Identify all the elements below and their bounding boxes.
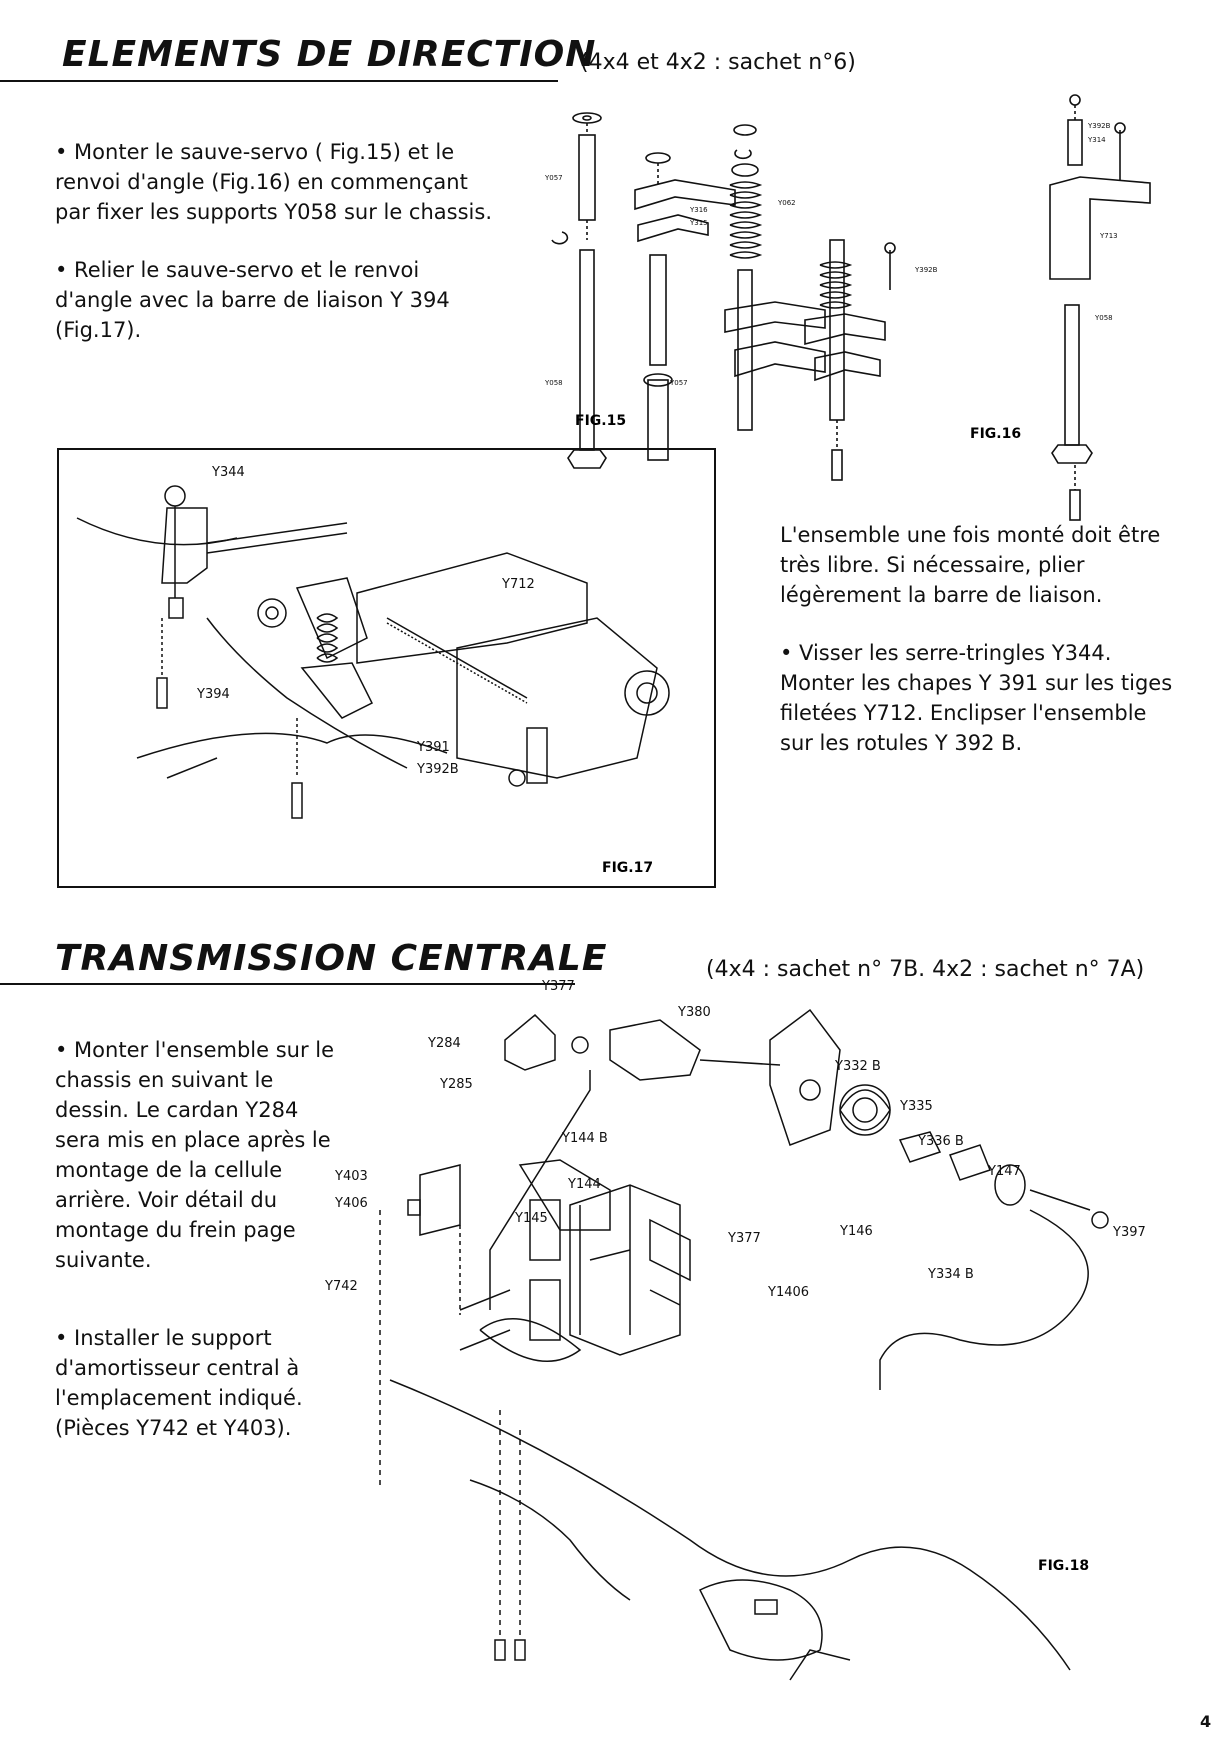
part-label-y316: Y316 [689,206,708,214]
part-label-y062: Y062 [777,199,796,207]
part-label-y335: Y335 [899,1099,933,1114]
part-label-y057b: Y057 [669,379,688,387]
part-label-y336b: Y336 B [917,1134,964,1149]
title-underline-2 [0,983,575,985]
part-label-y314: Y314 [1087,136,1106,144]
part-label-y057: Y057 [544,174,563,182]
part-label-y392b-2: Y392B [914,266,938,274]
part-label-y146: Y146 [839,1224,873,1239]
fig17-diagram: Y344 Y712 Y394 Y391 Y392B FIG.17 [76,465,670,876]
part-label-y284: Y284 [427,1036,461,1051]
part-label-y147: Y147 [987,1164,1021,1179]
part-label-y742: Y742 [324,1279,358,1294]
section-subtitle-transmission: (4x4 : sachet n° 7B. 4x2 : sachet n° 7A) [706,957,1145,982]
part-label-y403: Y403 [334,1169,368,1184]
page-number: 4 [1200,1712,1212,1731]
fig17-label: FIG.17 [602,860,653,876]
direction-instructions: • Monter le sauve-servo ( Fig.15) et le … [55,137,495,373]
transmission-instructions: • Monter l'ensemble sur le chassis en su… [55,1035,335,1471]
direction-notes: L'ensemble une fois monté doit être très… [780,520,1185,786]
part-label-y344: Y344 [211,465,245,480]
part-label-y406: Y406 [334,1196,368,1211]
part-label-y392b-fig17: Y392B [416,762,459,777]
fig15-16-diagram: Y057 Y058 Y316 Y315 Y057 Y062 Y392B Y314… [544,94,1151,521]
part-label-y377: Y377 [541,979,575,994]
part-label-y145: Y145 [514,1211,548,1226]
note-serre-tringles: • Visser les serre-tringles Y344. Monter… [780,641,1173,755]
part-label-y058: Y058 [544,379,563,387]
fig18-label: FIG.18 [1038,1558,1089,1574]
part-label-y334b: Y377 [727,1231,761,1246]
part-label-y394: Y394 [196,687,230,702]
part-label-y058b: Y058 [1094,314,1113,322]
instruction-step-4: • Installer le support d'amortisseur cen… [55,1326,303,1440]
section-subtitle-direction: (4x4 et 4x2 : sachet n°6) [580,50,856,75]
fig17-frame [57,448,716,888]
instruction-step-3: • Monter l'ensemble sur le chassis en su… [55,1038,335,1272]
part-label-y391: Y391 [416,740,450,755]
section-title-transmission: TRANSMISSION CENTRALE [55,938,608,979]
part-label-y377b: Y334 B [927,1267,974,1282]
fig18-diagram: Y377 Y380 Y284 Y285 Y332 B Y335 Y336 B Y… [324,979,1146,1681]
part-label-y712: Y712 [501,577,535,592]
part-label-y713: Y713 [1099,232,1118,240]
fig15-label: FIG.15 [575,413,626,429]
instruction-step-2: • Relier le sauve-servo et le renvoi d'a… [55,258,450,342]
part-label-y380: Y380 [677,1005,711,1020]
part-label-y1406: Y1406 [767,1285,809,1300]
part-label-y144: Y144 [567,1177,601,1192]
part-label-y144b: Y144 B [561,1131,608,1146]
part-label-y332b: Y332 B [834,1059,881,1074]
section-title-direction: ELEMENTS DE DIRECTION [62,34,597,75]
title-underline [0,80,558,82]
part-label-y285: Y285 [439,1077,473,1092]
part-label-y397: Y397 [1112,1225,1146,1240]
instruction-step-1: • Monter le sauve-servo ( Fig.15) et le … [55,140,492,224]
fig16-label: FIG.16 [970,426,1021,442]
note-free-assembly: L'ensemble une fois monté doit être très… [780,523,1161,607]
part-label-y315: Y315 [689,219,708,227]
part-label-y392b: Y392B [1087,122,1111,130]
